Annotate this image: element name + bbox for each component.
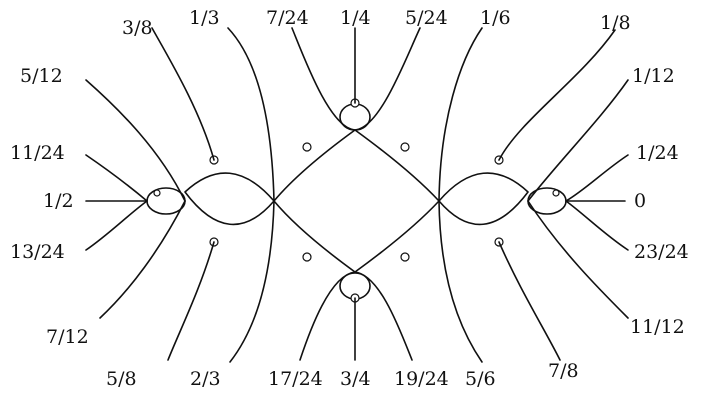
ray-13-24	[85, 200, 148, 251]
decoration-bump	[400, 252, 410, 262]
ray-5-8	[167, 241, 215, 361]
ray-7-12	[99, 200, 186, 319]
decoration-bump	[302, 252, 312, 262]
label-1-24: 1/24	[636, 142, 679, 164]
label-5-12: 5/12	[20, 65, 63, 87]
label-5-24: 5/24	[405, 7, 448, 29]
label-19-24: 19/24	[394, 368, 449, 390]
label-0: 0	[634, 190, 647, 212]
decoration-bump	[153, 189, 161, 197]
ray-11-12	[527, 200, 629, 319]
label-1-6: 1/6	[480, 7, 511, 29]
label-3-8: 3/8	[122, 17, 153, 39]
external-rays	[85, 27, 629, 363]
ray-1-24	[565, 154, 629, 202]
ray-23-24	[565, 200, 629, 251]
central-component-upper	[273, 129, 440, 202]
label-7-24: 7/24	[266, 7, 309, 29]
ray-1-12	[527, 79, 629, 202]
ray-11-24	[85, 154, 148, 202]
ray-5-12	[85, 79, 186, 202]
decoration-bump	[400, 142, 410, 152]
label-11-12: 11/12	[630, 316, 685, 338]
label-3-4: 3/4	[340, 368, 371, 390]
ray-5-24	[354, 27, 421, 131]
label-13-24: 13/24	[10, 241, 65, 263]
decoration-bump	[552, 189, 560, 197]
far-left-bulb	[146, 187, 186, 215]
ray-2-3	[229, 200, 275, 363]
label-23-24: 23/24	[634, 241, 689, 263]
label-1-12: 1/12	[632, 65, 675, 87]
label-1-4: 1/4	[340, 7, 371, 29]
ray-3-8	[151, 27, 215, 161]
ray-1-3	[227, 27, 275, 202]
ray-7-8	[498, 241, 561, 361]
label-7-8: 7/8	[548, 360, 579, 382]
ray-17-24	[299, 271, 356, 361]
central-component-lower	[273, 200, 440, 273]
ray-1-8	[498, 29, 616, 161]
label-11-24: 11/24	[10, 142, 65, 164]
label-5-8: 5/8	[106, 368, 137, 390]
label-1-3: 1/3	[189, 7, 220, 29]
left-component	[184, 172, 275, 226]
label-17-24: 17/24	[268, 368, 323, 390]
right-component	[438, 172, 529, 226]
ray-7-24	[291, 27, 356, 131]
ray-1-6	[438, 27, 483, 202]
label-2-3: 2/3	[190, 368, 221, 390]
ray-5-6	[438, 200, 483, 363]
decoration-bump	[302, 142, 312, 152]
label-5-6: 5/6	[465, 368, 496, 390]
ray-19-24	[354, 271, 413, 361]
label-1-2: 1/2	[43, 190, 74, 212]
label-7-12: 7/12	[46, 326, 89, 348]
label-1-8: 1/8	[600, 12, 631, 34]
